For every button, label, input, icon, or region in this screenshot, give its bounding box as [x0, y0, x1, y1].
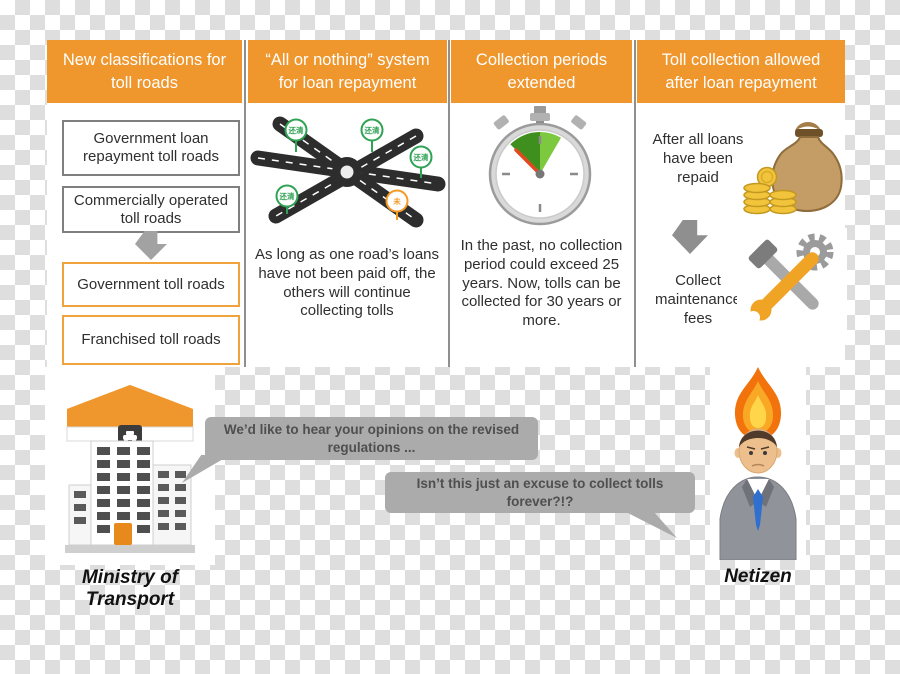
- column-divider: [448, 40, 450, 367]
- box-government-loan-repayment-roads: Government loan repayment toll roads: [62, 120, 240, 176]
- header-all-or-nothing: “All or nothing” system for loan repayme…: [248, 40, 447, 103]
- header-new-classifications: New classifications for toll roads: [47, 40, 242, 103]
- box-commercially-operated-roads: Commercially operated toll roads: [62, 186, 240, 234]
- road-intersection-icon: 还清 还清 还清 还清 未: [250, 116, 446, 228]
- stopwatch-icon: [488, 106, 592, 226]
- elapsed-time-wedge: [510, 132, 540, 174]
- hair: [739, 430, 777, 447]
- angry-netizen-icon: [719, 367, 797, 561]
- pin-label: 还清: [288, 125, 304, 135]
- face: [738, 428, 778, 474]
- maintenance-tools-panel: [737, 228, 847, 332]
- bubble-tail: [622, 510, 677, 538]
- collection-period-description: In the past, no collection period could …: [460, 237, 623, 329]
- building-windows: [74, 491, 86, 524]
- building-roof: [67, 385, 193, 427]
- ministry-speech-bubble: We’d like to hear your opinions on the r…: [205, 417, 538, 460]
- building-door: [114, 523, 132, 545]
- map-pin-icon: 还清: [275, 184, 299, 214]
- map-pin-icon: 还清: [284, 118, 308, 152]
- ministry-building-icon: [65, 385, 195, 553]
- netizen-speech-bubble: Isn’t this just an excuse to collect tol…: [385, 472, 695, 513]
- flame-icon: [734, 367, 782, 439]
- tie: [753, 489, 763, 531]
- ministry-bubble-text: We’d like to hear your opinions on the r…: [223, 421, 520, 455]
- building-windows: [158, 471, 186, 530]
- collect-maintenance-fees-text: Collect maintenance fees: [655, 272, 741, 327]
- box-franchised-toll-roads: Franchised toll roads: [62, 315, 240, 365]
- column-divider: [634, 40, 636, 367]
- map-pin-icon: 还清: [409, 145, 433, 178]
- netizen-label: Netizen: [724, 566, 792, 587]
- clock-hand: [514, 148, 542, 176]
- netizen-panel: [710, 367, 806, 561]
- clock-ticks: [502, 136, 578, 212]
- coins-icon: [743, 166, 797, 215]
- column-divider: [244, 40, 246, 367]
- pin-label: 还清: [413, 152, 429, 162]
- pin-label: 还清: [364, 125, 380, 135]
- ministry-label: Ministry of Transport: [81, 567, 179, 610]
- wrench-icon: [747, 252, 819, 324]
- building-windows: [97, 447, 150, 533]
- box-government-toll-roads: Government toll roads: [62, 262, 240, 307]
- gear-icon: [796, 233, 834, 271]
- map-pin-icon: 还清: [360, 118, 384, 152]
- after-loans-repaid-text: After all loans have been repaid: [652, 131, 744, 186]
- all-or-nothing-description: As long as one road’s loans have not bee…: [254, 246, 439, 320]
- ministry-building-panel: [45, 367, 215, 565]
- tools-icon: [747, 233, 834, 324]
- money-bag-icon: [743, 122, 843, 215]
- header-toll-after-repayment: Toll collection allowed after loan repay…: [637, 40, 845, 103]
- pin-label: 还清: [279, 191, 295, 201]
- netizen-bubble-text: Isn’t this just an excuse to collect tol…: [416, 475, 664, 509]
- pin-label: 未: [393, 196, 401, 206]
- header-collection-periods: Collection periods extended: [451, 40, 632, 103]
- map-pin-icon-unpaid: 未: [385, 189, 409, 220]
